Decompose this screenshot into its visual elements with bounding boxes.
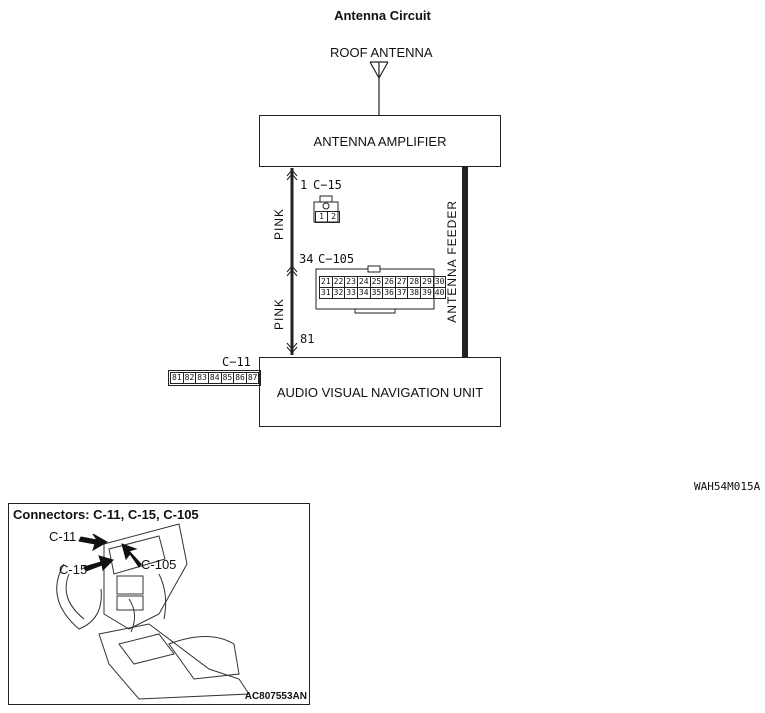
c105-pin: 33 [344,287,358,299]
c105-pin: 40 [432,287,447,299]
c105-pin: 29 [420,276,434,288]
c15-pin: 1 [315,211,328,223]
antenna-symbol [369,61,389,115]
c11-pin: 81 [170,372,184,384]
connector-c105-pins: 21 22 23 24 25 26 27 28 29 30 31 32 33 3… [319,276,447,299]
inset-callout-c11: C-11 [49,529,77,544]
inset-figure-code: AC807553AN [244,691,307,702]
pin-34-label: 34 [299,252,314,266]
c11-pin: 82 [182,372,197,384]
c105-pin: 32 [331,287,346,299]
avnu-label: AUDIO VISUAL NAVIGATION UNIT [276,384,484,400]
avnu-box: AUDIO VISUAL NAVIGATION UNIT [259,357,501,427]
c11-pin: 84 [207,372,222,384]
pin-81-label: 81 [300,332,315,346]
pink-wire-label-2: PINK [272,298,286,331]
c105-label: C−105 [318,252,355,266]
c11-pin: 85 [220,372,235,384]
c105-pin: 25 [369,276,384,288]
antenna-feeder-label: ANTENNA FEEDER [445,200,459,323]
c105-pin: 35 [369,287,384,299]
c105-pin: 38 [407,287,422,299]
inset-title: Connectors: C-11, C-15, C-105 [13,507,199,522]
c105-pin: 27 [394,276,409,288]
connector-location-inset: Connectors: C-11, C-15, C-105 C-11 C-15 [8,503,310,705]
c11-pin: 86 [233,372,247,384]
callout-arrows [78,533,142,572]
c105-pin: 22 [331,276,346,288]
c15-pin: 2 [327,211,340,223]
antenna-amplifier-label: ANTENNA AMPLIFIER [313,133,447,149]
c105-pin: 28 [407,276,422,288]
c105-pin: 31 [319,287,333,299]
c105-pin: 37 [394,287,409,299]
pink-wire-label-1: PINK [272,208,286,241]
diagram-title: Antenna Circuit [334,8,431,23]
c11-pin: 87 [245,372,260,384]
connector-c11-shape: 81 82 83 84 85 86 87 [168,370,262,386]
antenna-amplifier-box: ANTENNA AMPLIFIER [259,115,501,167]
c105-pin: 23 [344,276,358,288]
connector-chevrons [286,169,298,354]
pin-1-label: 1 [300,178,308,192]
inset-callout-c105: C-105 [141,557,177,572]
connector-c15-pins: 1 2 [315,211,340,223]
roof-antenna-label: ROOF ANTENNA [330,45,433,60]
connector-c11-pins: 81 82 83 84 85 86 87 [170,372,260,384]
c15-label: C−15 [313,178,342,192]
c11-pin: 83 [195,372,209,384]
c105-pin: 21 [319,276,333,288]
c105-pin: 34 [356,287,371,299]
c105-pin: 26 [382,276,396,288]
c105-pin: 30 [432,276,447,288]
c11-label: C−11 [222,355,251,369]
c105-pin: 39 [420,287,434,299]
c105-pin: 24 [356,276,371,288]
inset-callout-c15: C-15 [59,562,88,577]
c105-pin: 36 [382,287,396,299]
figure-code: WAH54M015A [694,480,761,493]
dashboard-illustration [56,523,250,700]
